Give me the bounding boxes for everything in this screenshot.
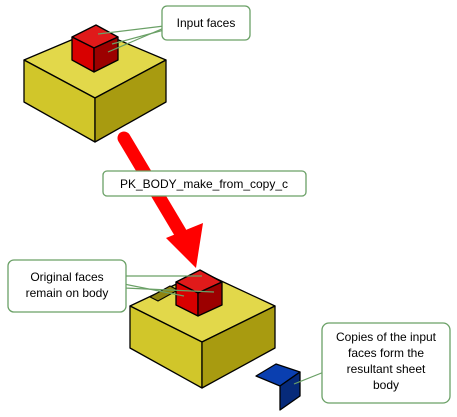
callout-input-faces-text: Input faces xyxy=(177,16,236,30)
bottom-body-side-face xyxy=(201,305,276,389)
callout-original-faces: Original faces remain on body xyxy=(7,259,215,313)
leader-line xyxy=(293,371,325,385)
leader-line xyxy=(111,29,165,45)
leader-line xyxy=(123,287,215,293)
callout-copies-line1: Copies of the input xyxy=(336,330,437,344)
callout-original-faces-line1: Original faces xyxy=(30,270,103,284)
callout-input-faces: Input faces xyxy=(97,5,251,53)
resultant-sheet-body xyxy=(255,363,301,411)
callout-original-faces-line2: remain on body xyxy=(26,286,109,300)
callout-box xyxy=(102,170,307,197)
original-face-side xyxy=(197,281,223,317)
callout-copies-line4: body xyxy=(373,378,399,392)
sheet-face-right xyxy=(279,371,301,411)
callout-box xyxy=(161,5,251,41)
leader-line xyxy=(123,283,185,297)
callout-box xyxy=(321,322,451,404)
callout-operation: PK_BODY_make_from_copy_c xyxy=(102,170,307,197)
callout-copies: Copies of the input faces form the resul… xyxy=(293,322,451,404)
operation-arrow xyxy=(117,131,203,268)
callout-copies-line3: resultant sheet xyxy=(347,362,426,376)
callout-copies-line2: faces form the xyxy=(348,346,424,360)
top-body-side-face xyxy=(94,59,167,143)
callout-box xyxy=(7,259,127,313)
input-faces-cube xyxy=(71,24,119,73)
leader-line xyxy=(97,25,165,35)
callout-operation-text: PK_BODY_make_from_copy_c xyxy=(120,177,288,191)
input-face-side xyxy=(93,36,119,73)
arrow-head xyxy=(166,223,203,268)
